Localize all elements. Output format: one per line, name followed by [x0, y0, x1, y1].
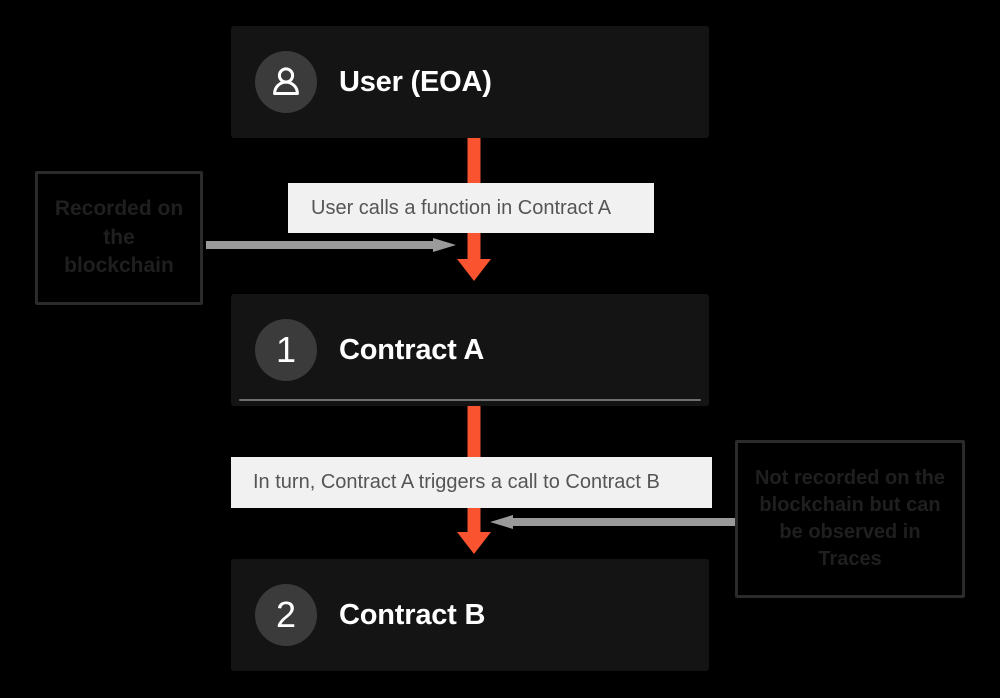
arrow-head — [457, 259, 491, 281]
step-number-badge: 2 — [255, 584, 317, 646]
connector-shaft — [206, 241, 434, 249]
arrow-head — [457, 532, 491, 554]
step-number-badge: 1 — [255, 319, 317, 381]
node-user: User (EOA) — [231, 26, 709, 138]
connector-head — [490, 515, 513, 529]
person-icon — [255, 51, 317, 113]
caption-contract-a-triggers-contract-b: In turn, Contract A triggers a call to C… — [231, 457, 712, 508]
note-right-text: Not recorded on the blockchain but can b… — [754, 467, 945, 570]
node-contract-b-label: Contract B — [339, 598, 486, 631]
node-user-label: User (EOA) — [339, 65, 492, 98]
node-contract-a: 1 Contract A — [231, 294, 709, 406]
connector-shaft — [512, 518, 735, 526]
note-recorded-on-blockchain: Recorded on the blockchain — [35, 171, 203, 305]
node-contract-a-label: Contract A — [339, 333, 485, 366]
connector-arrow-right-note — [490, 515, 735, 529]
node-contract-b: 2 Contract B — [231, 559, 709, 671]
connector-arrow-left-note — [206, 238, 456, 252]
note-not-recorded-on-blockchain: Not recorded on the blockchain but can b… — [735, 440, 965, 598]
caption-user-calls-function: User calls a function in Contract A — [288, 183, 654, 233]
note-left-text: Recorded on the blockchain — [54, 197, 184, 278]
connector-head — [433, 238, 456, 252]
